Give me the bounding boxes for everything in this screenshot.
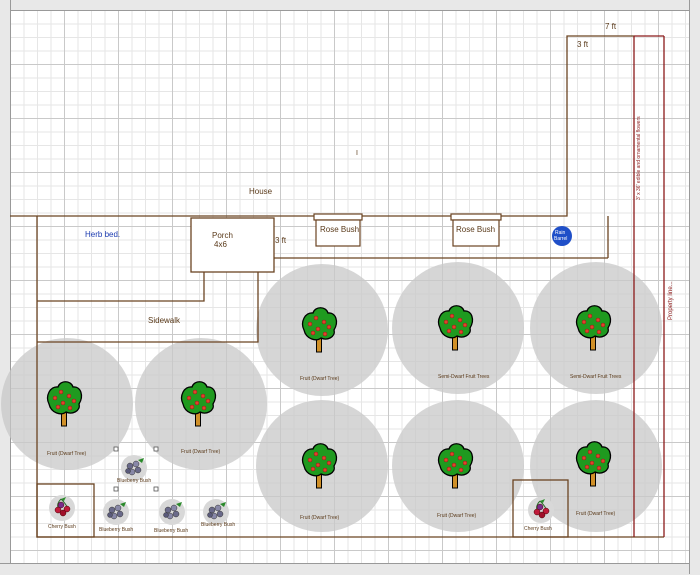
house-mark: I (356, 150, 358, 157)
rain-barrel-label: Barrel (554, 236, 568, 242)
tree-canopies (1, 262, 662, 532)
tree-label: Fruit (Dwarf Tree) (181, 449, 221, 455)
sidewalk-outline-lower (37, 272, 259, 343)
rose-bush-label: Rose Bush (320, 225, 360, 234)
tree-label: Fruit (Dwarf Tree) (300, 515, 340, 521)
sidewalk-label: Sidewalk (148, 316, 181, 325)
tree-label: Fruit (Dwarf Tree) (300, 376, 340, 382)
rain-barrel-label: Rain (555, 230, 566, 236)
ruler-top (0, 0, 700, 11)
tree-label: Semi-Dwarf Fruit Trees (570, 374, 622, 380)
blueberry-label: Blueberry Bush (201, 522, 236, 528)
sidewalk-outline (37, 272, 205, 302)
blueberry-label: Blueberry Bush (154, 528, 189, 534)
property-line-label: Property line... (668, 281, 674, 320)
cherry-label: Cherry Bush (48, 524, 76, 530)
property-line-box (633, 35, 665, 537)
cherry-box (36, 483, 95, 538)
porch (190, 217, 275, 273)
hedge-note-label: 3' x 36' edible and ornamental flowers (636, 116, 642, 200)
blueberry-label: Blueberry Bush (117, 478, 152, 484)
tree-label: Semi-Dwarf Fruit Trees (438, 374, 490, 380)
house-label: House (249, 187, 273, 196)
blueberry-icon (102, 498, 130, 526)
porch-size-label: 4x6 (214, 240, 227, 249)
cherry-box (512, 479, 569, 538)
dimension-label: 7 ft (605, 22, 617, 31)
porch-label: Porch (212, 231, 233, 240)
dimension-label: 3 ft (577, 40, 589, 49)
tree-label: Fruit (Dwarf Tree) (576, 511, 616, 517)
cherry-icon (48, 494, 76, 522)
house-outline (10, 35, 634, 217)
ruler-bottom (0, 563, 700, 575)
herb-bed-label: Herb bed. (85, 230, 121, 239)
cherry-icon (527, 496, 555, 524)
rose-bush-boxes (313, 213, 502, 247)
blueberry-label: Blueberry Bush (99, 527, 134, 533)
rose-bush-label: Rose Bush (456, 225, 496, 234)
structure-lines (10, 35, 664, 538)
tree-label: Fruit (Dwarf Tree) (437, 513, 477, 519)
tree-label: Fruit (Dwarf Tree) (47, 451, 87, 457)
cherry-label: Cherry Bush (524, 526, 552, 532)
porch-gap-label: 3 ft (275, 236, 287, 245)
selection-handles (113, 446, 159, 492)
ruler-left (0, 0, 11, 574)
blueberry-icon (158, 498, 186, 526)
rain-barrel (552, 226, 572, 246)
ruler-right (689, 0, 700, 574)
